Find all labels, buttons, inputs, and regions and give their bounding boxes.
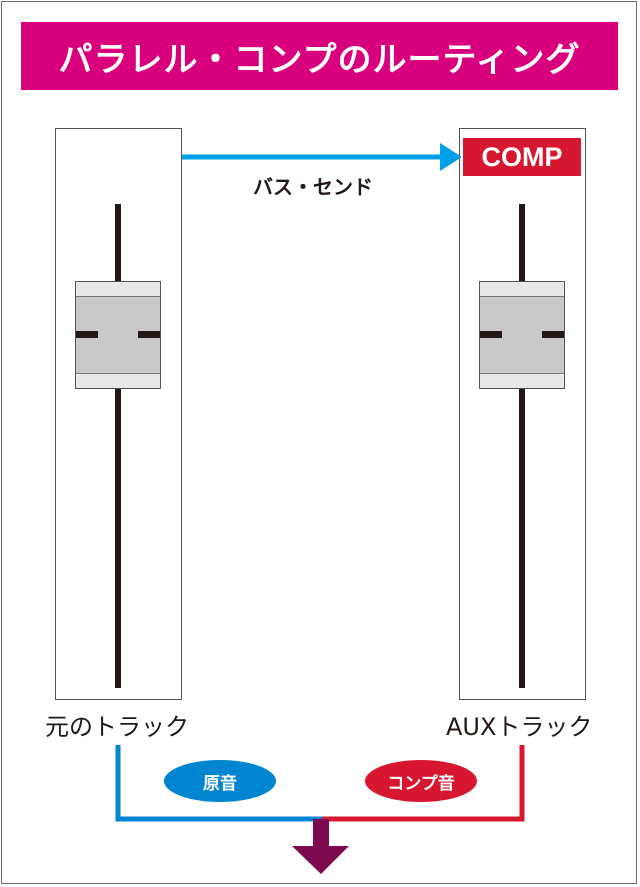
output-arrow-head xyxy=(292,846,349,874)
comp-signal-line xyxy=(322,745,525,822)
original-fader-rail xyxy=(115,204,121,688)
aux-track-label: AUXトラック xyxy=(446,713,593,741)
diagram-title: パラレル・コンプのルーティング xyxy=(58,39,581,80)
original-track-label: 元のトラック xyxy=(45,713,189,741)
original-fader-knob[interactable] xyxy=(75,281,161,389)
bus-send-label: バス・センド xyxy=(253,175,373,199)
output-arrow-stem xyxy=(313,819,329,849)
title-banner: パラレル・コンプのルーティング xyxy=(21,22,618,90)
comp-badge: COMP xyxy=(463,138,581,176)
comp-signal-pill: コンプ音 xyxy=(365,760,477,802)
dry-signal-pill: 原音 xyxy=(164,760,276,802)
dry-signal-line xyxy=(115,745,322,822)
aux-fader-knob[interactable] xyxy=(479,281,565,389)
aux-fader-rail xyxy=(519,204,525,688)
bus-send-arrow-head xyxy=(440,143,462,171)
